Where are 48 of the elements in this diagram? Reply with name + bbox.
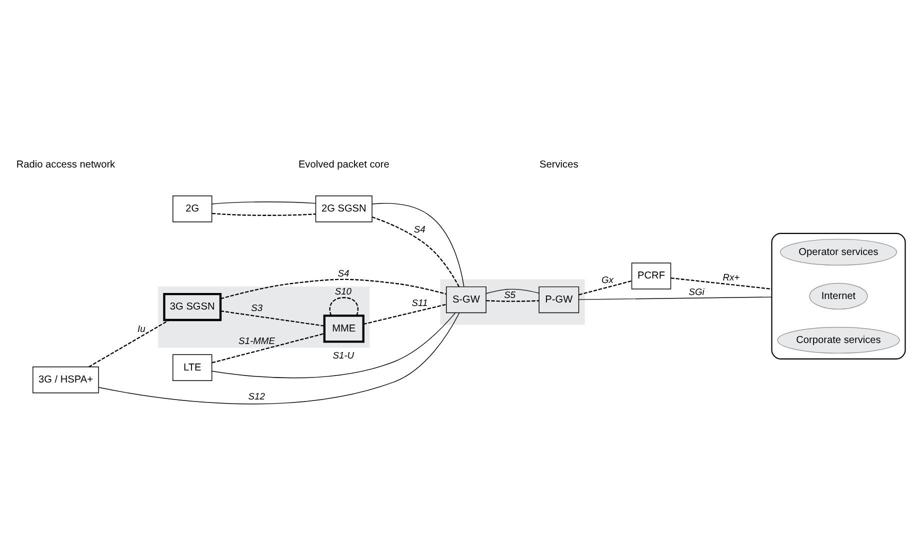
edge-label: S5 [504,289,516,300]
edge-label: S3 [251,302,263,312]
connector [88,319,170,367]
node-box: P-GW [538,286,580,313]
cluster [440,278,585,324]
edge-label: S4 [414,224,426,234]
connector [486,300,539,302]
node-box: S-GW [446,286,486,313]
edge-label: Iu [138,323,146,334]
connector [212,332,324,363]
connector [578,296,772,300]
cluster [771,232,906,359]
connector [372,202,464,287]
label: Evolved packet core [298,159,390,170]
connector [486,288,540,294]
cluster [158,286,370,348]
edge-label: S12 [248,391,265,402]
edge-label: SGi [688,286,704,297]
connector [212,312,456,378]
edge-label: S1-U [332,350,354,360]
edge-label: S1-MME [238,336,275,346]
edge-label: Rx+ [722,272,740,282]
connector [220,278,446,299]
node-ellipse: Internet [809,282,868,310]
node-ellipse: Operator services [780,238,898,266]
node-box: PCRF [631,262,672,289]
label: Radio access network [16,159,116,170]
edge-label: S11 [412,297,428,308]
edge-label: S4 [338,268,350,278]
connector [578,280,632,295]
node-box: 3G SGSN [163,292,222,321]
edge-label: Gx [601,274,614,284]
connector [670,276,772,290]
edge-label: S10 [334,286,352,296]
node-box: 2G [172,195,212,222]
connector [329,296,358,316]
connector [98,312,460,404]
node-box: LTE [172,354,212,380]
node-box: 2G SGSN [315,195,372,222]
connector [212,201,316,204]
connector [363,303,446,324]
node-box: 3G / HSPA+ [32,366,99,393]
connector [372,216,460,286]
connector [212,212,316,216]
connector [220,310,324,326]
node-ellipse: Corporate services [777,326,900,354]
node-box: MME [323,314,364,342]
label: Services [540,159,578,170]
